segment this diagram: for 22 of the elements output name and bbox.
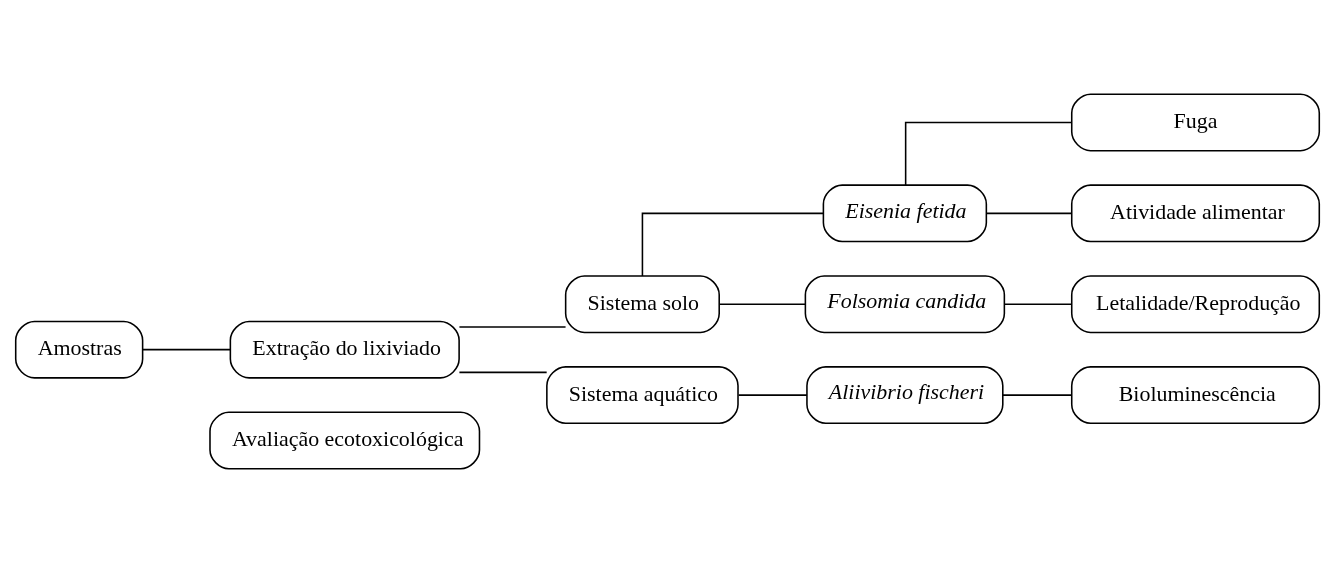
connector bbox=[458, 371, 548, 374]
connector bbox=[718, 303, 806, 305]
node-box: Amostras bbox=[14, 320, 144, 379]
connector bbox=[1002, 394, 1073, 396]
node-box: Atividade alimentar bbox=[1070, 184, 1321, 243]
node-box: Sistema solo bbox=[564, 275, 720, 334]
node-box: Extração do lixiviado bbox=[229, 320, 460, 379]
connector bbox=[142, 348, 232, 351]
node-box: Letalidade/Reprodução bbox=[1070, 275, 1321, 334]
node-box: Aliivibrio fischeri bbox=[806, 366, 1004, 425]
connector bbox=[458, 326, 567, 328]
connector bbox=[641, 212, 825, 277]
node-box: Avaliação ecotoxicológica bbox=[209, 411, 481, 470]
connector bbox=[737, 394, 808, 396]
connector bbox=[904, 121, 1073, 186]
node-box: Sistema aquático bbox=[546, 366, 739, 425]
connector bbox=[985, 212, 1073, 215]
node-box: Fuga bbox=[1070, 93, 1321, 152]
node-box: Bioluminescência bbox=[1070, 366, 1321, 425]
node-box: Eisenia fetida bbox=[822, 184, 988, 243]
connector bbox=[1003, 303, 1073, 305]
node-box: Folsomia candida bbox=[804, 275, 1006, 334]
